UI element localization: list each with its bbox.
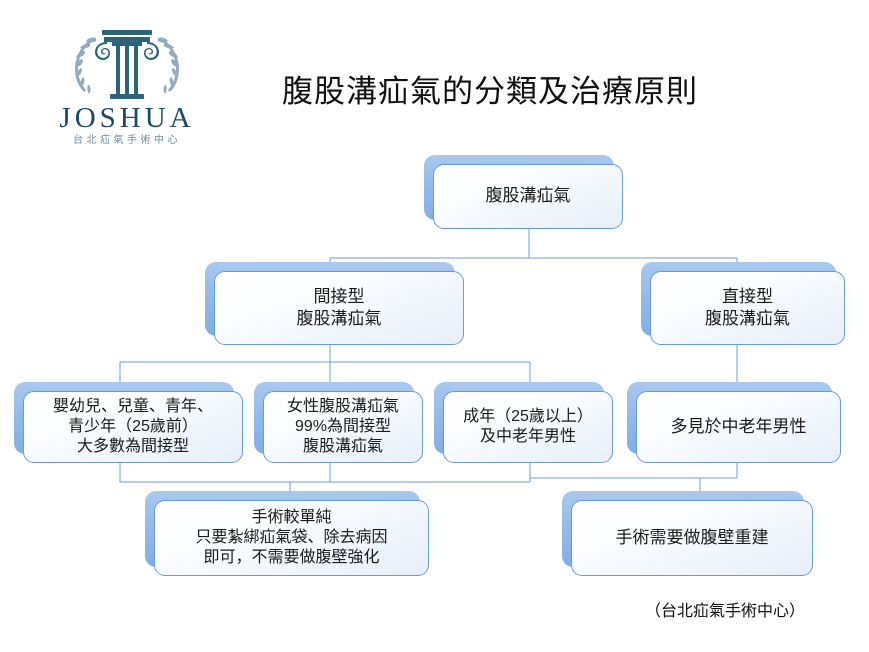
node-direct-hernia[interactable]: 直接型 腹股溝疝氣 <box>641 262 845 345</box>
page-title: 腹股溝疝氣的分類及治療原則 <box>282 74 698 109</box>
node-face: 手術需要做腹壁重建 <box>571 500 813 576</box>
node-label: 間接型 腹股溝疝氣 <box>296 286 382 328</box>
node-youth-group[interactable]: 嬰幼兒、兒童、青年、 青少年（25歲前） 大多數為間接型 <box>14 382 243 463</box>
node-face: 成年（25歲以上） 及中老年男性 <box>443 391 613 463</box>
node-label: 嬰幼兒、兒童、青年、 青少年（25歲前） 大多數為間接型 <box>52 398 213 455</box>
node-label: 手術需要做腹壁重建 <box>615 527 769 547</box>
node-label: 腹股溝疝氣 <box>485 186 571 206</box>
footer-attribution: （台北疝氣手術中心） <box>644 603 805 620</box>
node-root[interactable]: 腹股溝疝氣 <box>424 155 623 229</box>
node-indirect-hernia[interactable]: 間接型 腹股溝疝氣 <box>205 262 464 345</box>
node-label: 多見於中老年男性 <box>670 416 807 436</box>
node-face: 間接型 腹股溝疝氣 <box>214 271 464 345</box>
node-face: 多見於中老年男性 <box>636 391 841 463</box>
node-face: 直接型 腹股溝疝氣 <box>650 271 845 345</box>
node-face: 手術較單純 只要紮綁疝氣袋、除去病因 即可，不需要做腹壁強化 <box>154 500 429 576</box>
node-label: 直接型 腹股溝疝氣 <box>705 286 790 328</box>
node-face: 女性腹股溝疝氣 99%為間接型 腹股溝疝氣 <box>263 391 423 463</box>
logo-subtitle: 台北疝氣手術中心 <box>73 135 181 146</box>
node-label: 成年（25歲以上） 及中老年男性 <box>463 408 593 445</box>
logo-wordmark: JOSHUA <box>59 102 195 134</box>
node-simple-surgery[interactable]: 手術較單純 只要紮綁疝氣袋、除去病因 即可，不需要做腹壁強化 <box>145 491 429 576</box>
node-label: 女性腹股溝疝氣 99%為間接型 腹股溝疝氣 <box>286 398 399 455</box>
node-face: 腹股溝疝氣 <box>433 164 623 229</box>
node-abdominal-wall-reconstruction[interactable]: 手術需要做腹壁重建 <box>562 491 813 576</box>
node-label: 手術較單純 只要紮綁疝氣袋、除去病因 即可，不需要做腹壁強化 <box>195 509 388 566</box>
node-face: 嬰幼兒、兒童、青年、 青少年（25歲前） 大多數為間接型 <box>23 391 243 463</box>
node-elderly-male[interactable]: 多見於中老年男性 <box>627 382 841 463</box>
node-female-hernia[interactable]: 女性腹股溝疝氣 99%為間接型 腹股溝疝氣 <box>254 382 423 463</box>
greek-column-laurel-icon <box>66 24 188 102</box>
clinic-logo: JOSHUA 台北疝氣手術中心 <box>52 24 202 149</box>
node-adult-male[interactable]: 成年（25歲以上） 及中老年男性 <box>434 382 613 463</box>
